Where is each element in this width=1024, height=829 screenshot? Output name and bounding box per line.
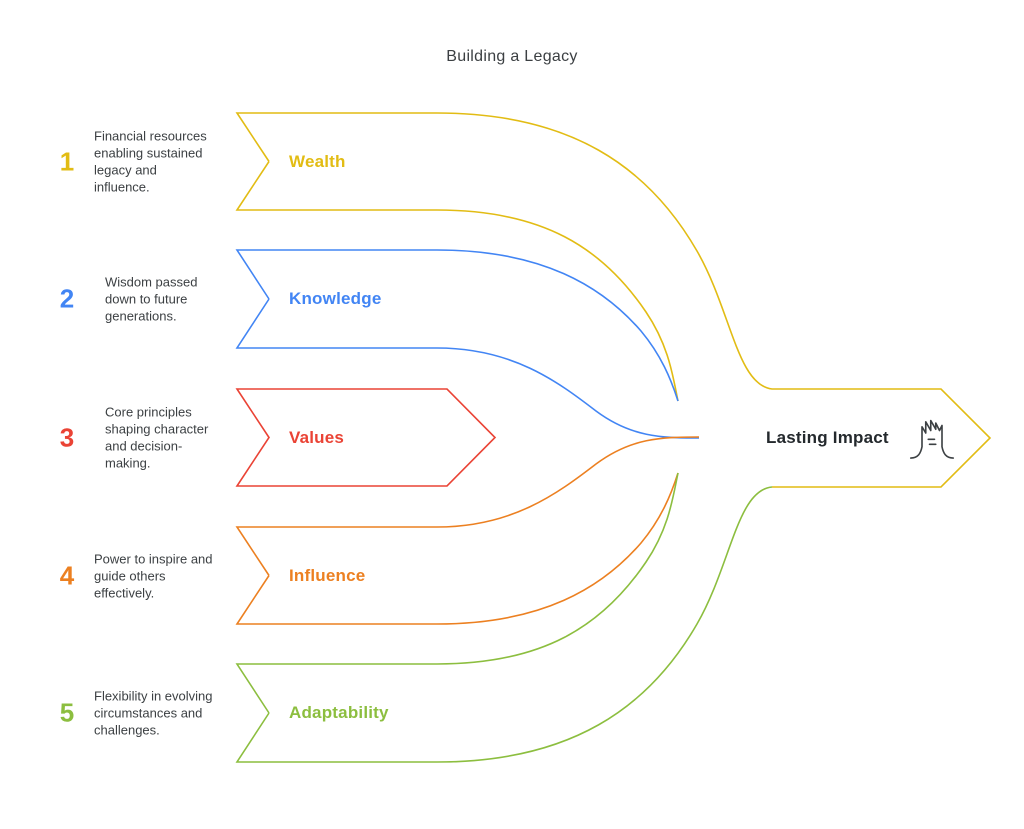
item-description-knowledge: Wisdom passed down to future generations… <box>105 274 198 324</box>
item-number-influence: 4 <box>59 560 75 590</box>
item-number-wealth: 1 <box>59 146 75 176</box>
item-description-values: Core principles shaping character and de… <box>105 404 209 471</box>
adaptability-band-outline <box>235 472 773 763</box>
item-label-adaptability: Adaptability <box>289 703 389 722</box>
item-label-knowledge: Knowledge <box>289 289 382 308</box>
item-number-values: 3 <box>59 422 75 452</box>
item-description-influence: Power to inspire and guide others effect… <box>94 550 213 601</box>
item-label-values: Values <box>289 427 345 447</box>
wealth-band-outline <box>235 112 992 488</box>
knowledge-band-outline <box>235 249 700 439</box>
item-description-wealth: Financial resources enabling sustained l… <box>94 128 207 195</box>
item-label-wealth: Wealth <box>289 151 346 171</box>
item-description-adaptability: Flexibility in evolving circumstances an… <box>94 688 213 738</box>
influence-band-outline <box>235 436 700 625</box>
item-number-adaptability: 5 <box>59 697 75 728</box>
item-label-influence: Influence <box>289 565 366 585</box>
diagram-title: Building a Legacy <box>446 48 578 65</box>
values-band-outline <box>235 388 497 487</box>
tree-stump-icon <box>909 419 955 459</box>
item-number-knowledge: 2 <box>59 283 75 314</box>
result-label: Lasting Impact <box>766 428 889 447</box>
result-group: Lasting Impact <box>766 428 889 448</box>
